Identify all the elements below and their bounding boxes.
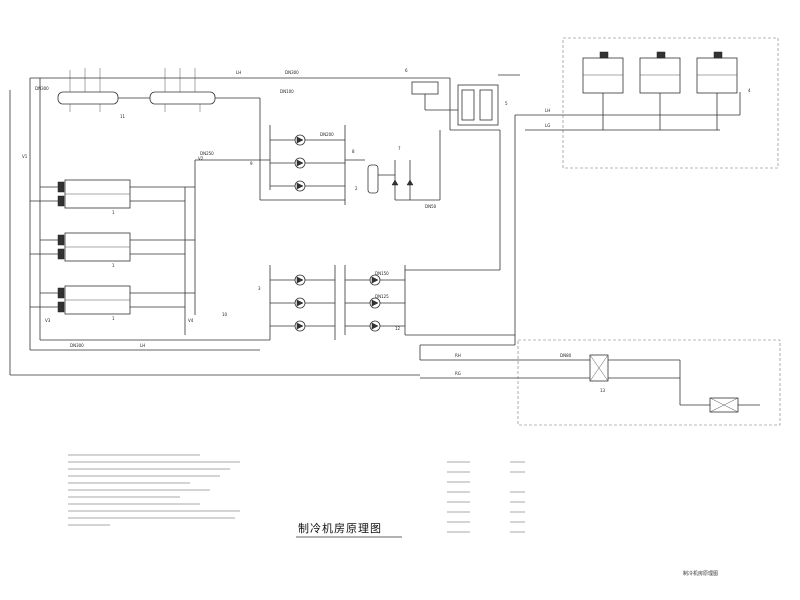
main-headers bbox=[9, 77, 420, 376]
valve-tag-v2: V2 bbox=[198, 156, 204, 161]
upper-pump-group bbox=[259, 98, 365, 205]
equip-no-9: 9 bbox=[250, 161, 253, 166]
equip-no-4: 4 bbox=[748, 88, 751, 93]
label-lh-right: LH bbox=[545, 108, 550, 113]
equip-no-6: 6 bbox=[405, 68, 408, 73]
label-rg-bottom: RG bbox=[455, 371, 461, 376]
notes-block bbox=[68, 454, 240, 526]
label-dn300-bottom: DN300 bbox=[70, 343, 84, 348]
label-lg-right: LG bbox=[545, 123, 550, 128]
chiller-3 bbox=[30, 285, 195, 315]
equip-no-13: 13 bbox=[600, 388, 606, 393]
equip-no-11: 11 bbox=[120, 114, 126, 119]
air-handling-unit bbox=[709, 397, 739, 413]
label-lh-bottom: LH bbox=[140, 343, 145, 348]
valve-tag-v3: V3 bbox=[45, 318, 51, 323]
chiller-1 bbox=[30, 179, 195, 209]
equip-no-2: 2 bbox=[355, 186, 358, 191]
cooling-tower-3 bbox=[696, 51, 738, 94]
label-dn200-upper: DN200 bbox=[320, 132, 334, 137]
label-dn250-mid: DN250 bbox=[200, 151, 214, 156]
label-lh-top: LH bbox=[236, 70, 241, 75]
label-dn100: DN100 bbox=[280, 89, 294, 94]
label-rh-bottom: RH bbox=[455, 353, 461, 358]
lower-pump-group-left bbox=[269, 265, 336, 340]
lower-pump-group-right bbox=[344, 265, 406, 335]
label-dn50: DN50 bbox=[425, 204, 437, 209]
equip-no-3: 3 bbox=[258, 286, 261, 291]
equip-no-1c: 1 bbox=[112, 316, 115, 321]
heat-exchange-area-boundary bbox=[517, 339, 781, 426]
cooling-tower-1 bbox=[582, 51, 624, 94]
collector-distributor bbox=[55, 68, 450, 112]
legend-block bbox=[447, 461, 525, 533]
label-dn125-lower: DN125 bbox=[375, 294, 389, 299]
water-treatment bbox=[367, 130, 441, 201]
equip-no-1b: 1 bbox=[112, 263, 115, 268]
equip-no-1a: 1 bbox=[112, 210, 115, 215]
drawing-title: 制冷机房原理图 bbox=[298, 521, 382, 535]
label-dn300-left: DN300 bbox=[35, 86, 49, 91]
cooling-tower-area-boundary bbox=[562, 37, 779, 169]
equip-no-7: 7 bbox=[398, 146, 401, 151]
softened-water-tank bbox=[449, 74, 520, 131]
equip-no-10: 10 bbox=[222, 312, 228, 317]
plate-heat-exchanger bbox=[420, 354, 760, 406]
valve-tag-v4: V4 bbox=[188, 318, 194, 323]
drawing-subtitle: 制冷机房原理图 bbox=[683, 570, 718, 577]
equip-no-8: 8 bbox=[352, 149, 355, 154]
equip-no-5: 5 bbox=[505, 101, 508, 106]
label-dn300-top: DN300 bbox=[285, 70, 299, 75]
label-dn80: DN80 bbox=[560, 353, 572, 358]
label-dn150-lower: DN150 bbox=[375, 271, 389, 276]
chiller-2 bbox=[30, 232, 195, 262]
valve-tag-v1: V1 bbox=[22, 154, 28, 159]
expansion-tank bbox=[411, 81, 460, 111]
equip-no-12: 12 bbox=[395, 326, 401, 331]
cooling-tower-2 bbox=[639, 51, 681, 94]
